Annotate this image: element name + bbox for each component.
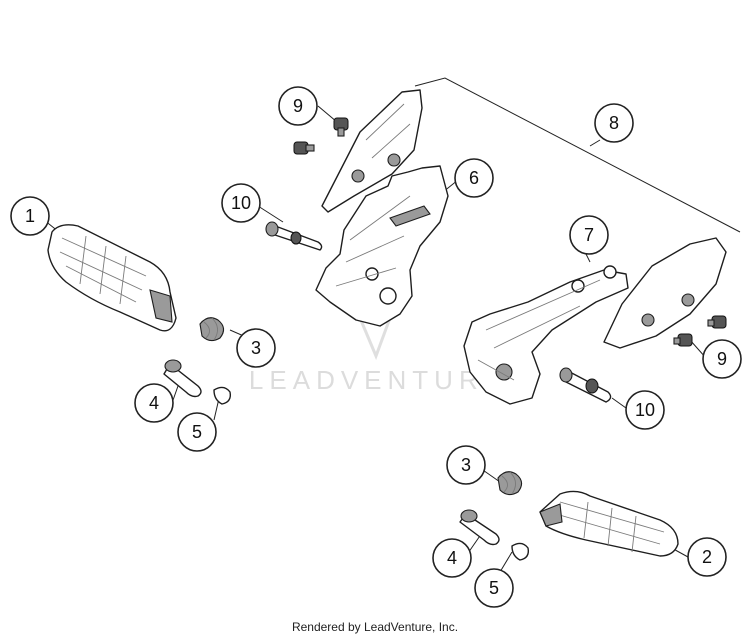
callout-5-right: 5 [474, 568, 514, 608]
callout-8: 8 [594, 103, 634, 143]
callout-10-left: 10 [221, 183, 261, 223]
callout-6: 6 [454, 158, 494, 198]
left-footrest-bracket [315, 165, 449, 327]
left-pin [163, 359, 202, 398]
right-bolts [673, 315, 727, 347]
heel-guard-top [321, 89, 423, 213]
callout-10-left-label: 10 [231, 193, 251, 213]
callout-6-label: 6 [469, 168, 479, 188]
watermark-text: LEADVENTURE [249, 365, 507, 395]
bracket-bolt-right [559, 367, 612, 403]
callout-10-right: 10 [625, 390, 665, 430]
left-clip [213, 386, 232, 405]
callout-4-left-label: 4 [149, 393, 159, 413]
right-footrest-peg [539, 490, 679, 557]
left-spring [199, 317, 225, 342]
callout-7-label: 7 [584, 225, 594, 245]
right-footrest-bracket [463, 265, 629, 405]
callout-1: 1 [10, 196, 50, 236]
callout-4-right: 4 [432, 538, 472, 578]
heel-guard-right [603, 237, 727, 349]
footer-credit: Rendered by LeadVenture, Inc. [291, 620, 459, 634]
right-clip [511, 542, 530, 561]
callout-5-left: 5 [177, 412, 217, 452]
assembly-bracket-line [414, 77, 741, 233]
callout-5-right-label: 5 [489, 578, 499, 598]
callout-5-left-label: 5 [192, 422, 202, 442]
right-pin [459, 509, 500, 546]
right-spring [497, 471, 523, 496]
callout-2-label: 2 [702, 547, 712, 567]
callout-1-label: 1 [25, 206, 35, 226]
callout-9-top: 9 [278, 86, 318, 126]
top-bolts [293, 117, 349, 155]
callout-3-left: 3 [236, 328, 276, 368]
callout-4-right-label: 4 [447, 548, 457, 568]
callout-9-top-label: 9 [293, 96, 303, 116]
callout-3-right: 3 [446, 445, 486, 485]
bracket-bolt-left [265, 221, 323, 251]
callout-8-label: 8 [609, 113, 619, 133]
callout-3-left-label: 3 [251, 338, 261, 358]
callout-3-right-label: 3 [461, 455, 471, 475]
callout-10-right-label: 10 [635, 400, 655, 420]
callout-4-left: 4 [134, 383, 174, 423]
left-footrest-peg [47, 224, 177, 332]
callout-7: 7 [569, 215, 609, 255]
callout-9-right-label: 9 [717, 349, 727, 369]
callout-9-right: 9 [702, 339, 742, 379]
watermark: LEADVENTURE [249, 316, 507, 395]
callout-2: 2 [687, 537, 727, 577]
